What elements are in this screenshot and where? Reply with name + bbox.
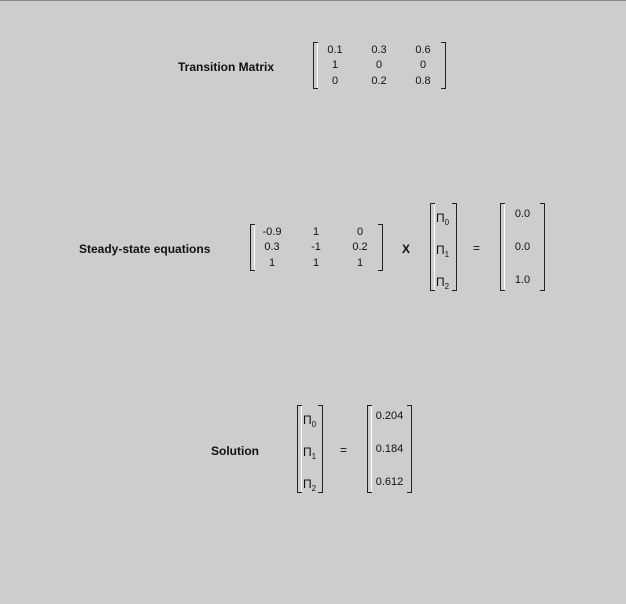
- coefficient-cell: -0.9: [262, 226, 282, 238]
- coefficient-matrix: -0.9 1 0 0.3 -1 0.2 1 1 1: [250, 224, 383, 271]
- coefficient-cell: 0.2: [352, 241, 368, 253]
- transition-cell: 0.1: [327, 44, 343, 56]
- pi-vector: Π0 Π1 Π2: [430, 203, 457, 291]
- coefficient-cell: 1: [268, 257, 276, 269]
- solution-values-vector: 0.204 0.184 0.612: [367, 405, 412, 493]
- transition-cell: 0.6: [415, 44, 431, 56]
- transition-cell: 0: [419, 59, 427, 71]
- transition-cell: 0.3: [371, 44, 387, 56]
- steady-state-label: Steady-state equations: [79, 242, 211, 256]
- transition-cell: 0.8: [415, 75, 431, 87]
- solution-pi-vector: Π0 Π1 Π2: [297, 405, 323, 493]
- solution-pi-2: Π2: [303, 477, 317, 493]
- coefficient-cell: 1: [312, 226, 320, 238]
- solution-equals-sign: =: [340, 443, 348, 457]
- coefficient-cell: -1: [311, 241, 321, 253]
- transition-matrix: 0.1 0.3 0.6 1 0 0 0 0.2 0.8: [313, 42, 446, 89]
- window-top-border: [0, 0, 626, 1]
- rhs-value: 0.0: [514, 241, 531, 253]
- transition-cell: 1: [331, 59, 339, 71]
- transition-cell: 0.2: [371, 75, 387, 87]
- pi-1: Π1: [436, 243, 450, 259]
- transition-matrix-label: Transition Matrix: [178, 60, 275, 74]
- solution-pi-0: Π0: [303, 413, 317, 429]
- transition-cell: 0: [375, 59, 383, 71]
- coefficient-cell: 1: [312, 257, 320, 269]
- rhs-vector: 0.0 0.0 1.0: [500, 203, 545, 291]
- solution-pi-1: Π1: [303, 445, 317, 461]
- solution-label: Solution: [211, 444, 259, 458]
- solution-value: 0.204: [375, 410, 404, 422]
- transition-cell: 0: [331, 75, 339, 87]
- pi-0: Π0: [436, 211, 450, 227]
- coefficient-cell: 0.3: [264, 241, 280, 253]
- solution-value: 0.612: [375, 476, 404, 488]
- rhs-value: 1.0: [514, 274, 531, 286]
- solution-value: 0.184: [375, 443, 404, 455]
- pi-2: Π2: [436, 275, 450, 291]
- equals-sign: =: [473, 241, 481, 255]
- coefficient-cell: 0: [356, 226, 364, 238]
- rhs-value: 0.0: [514, 208, 531, 220]
- multiply-sign: X: [402, 242, 411, 256]
- coefficient-cell: 1: [356, 257, 364, 269]
